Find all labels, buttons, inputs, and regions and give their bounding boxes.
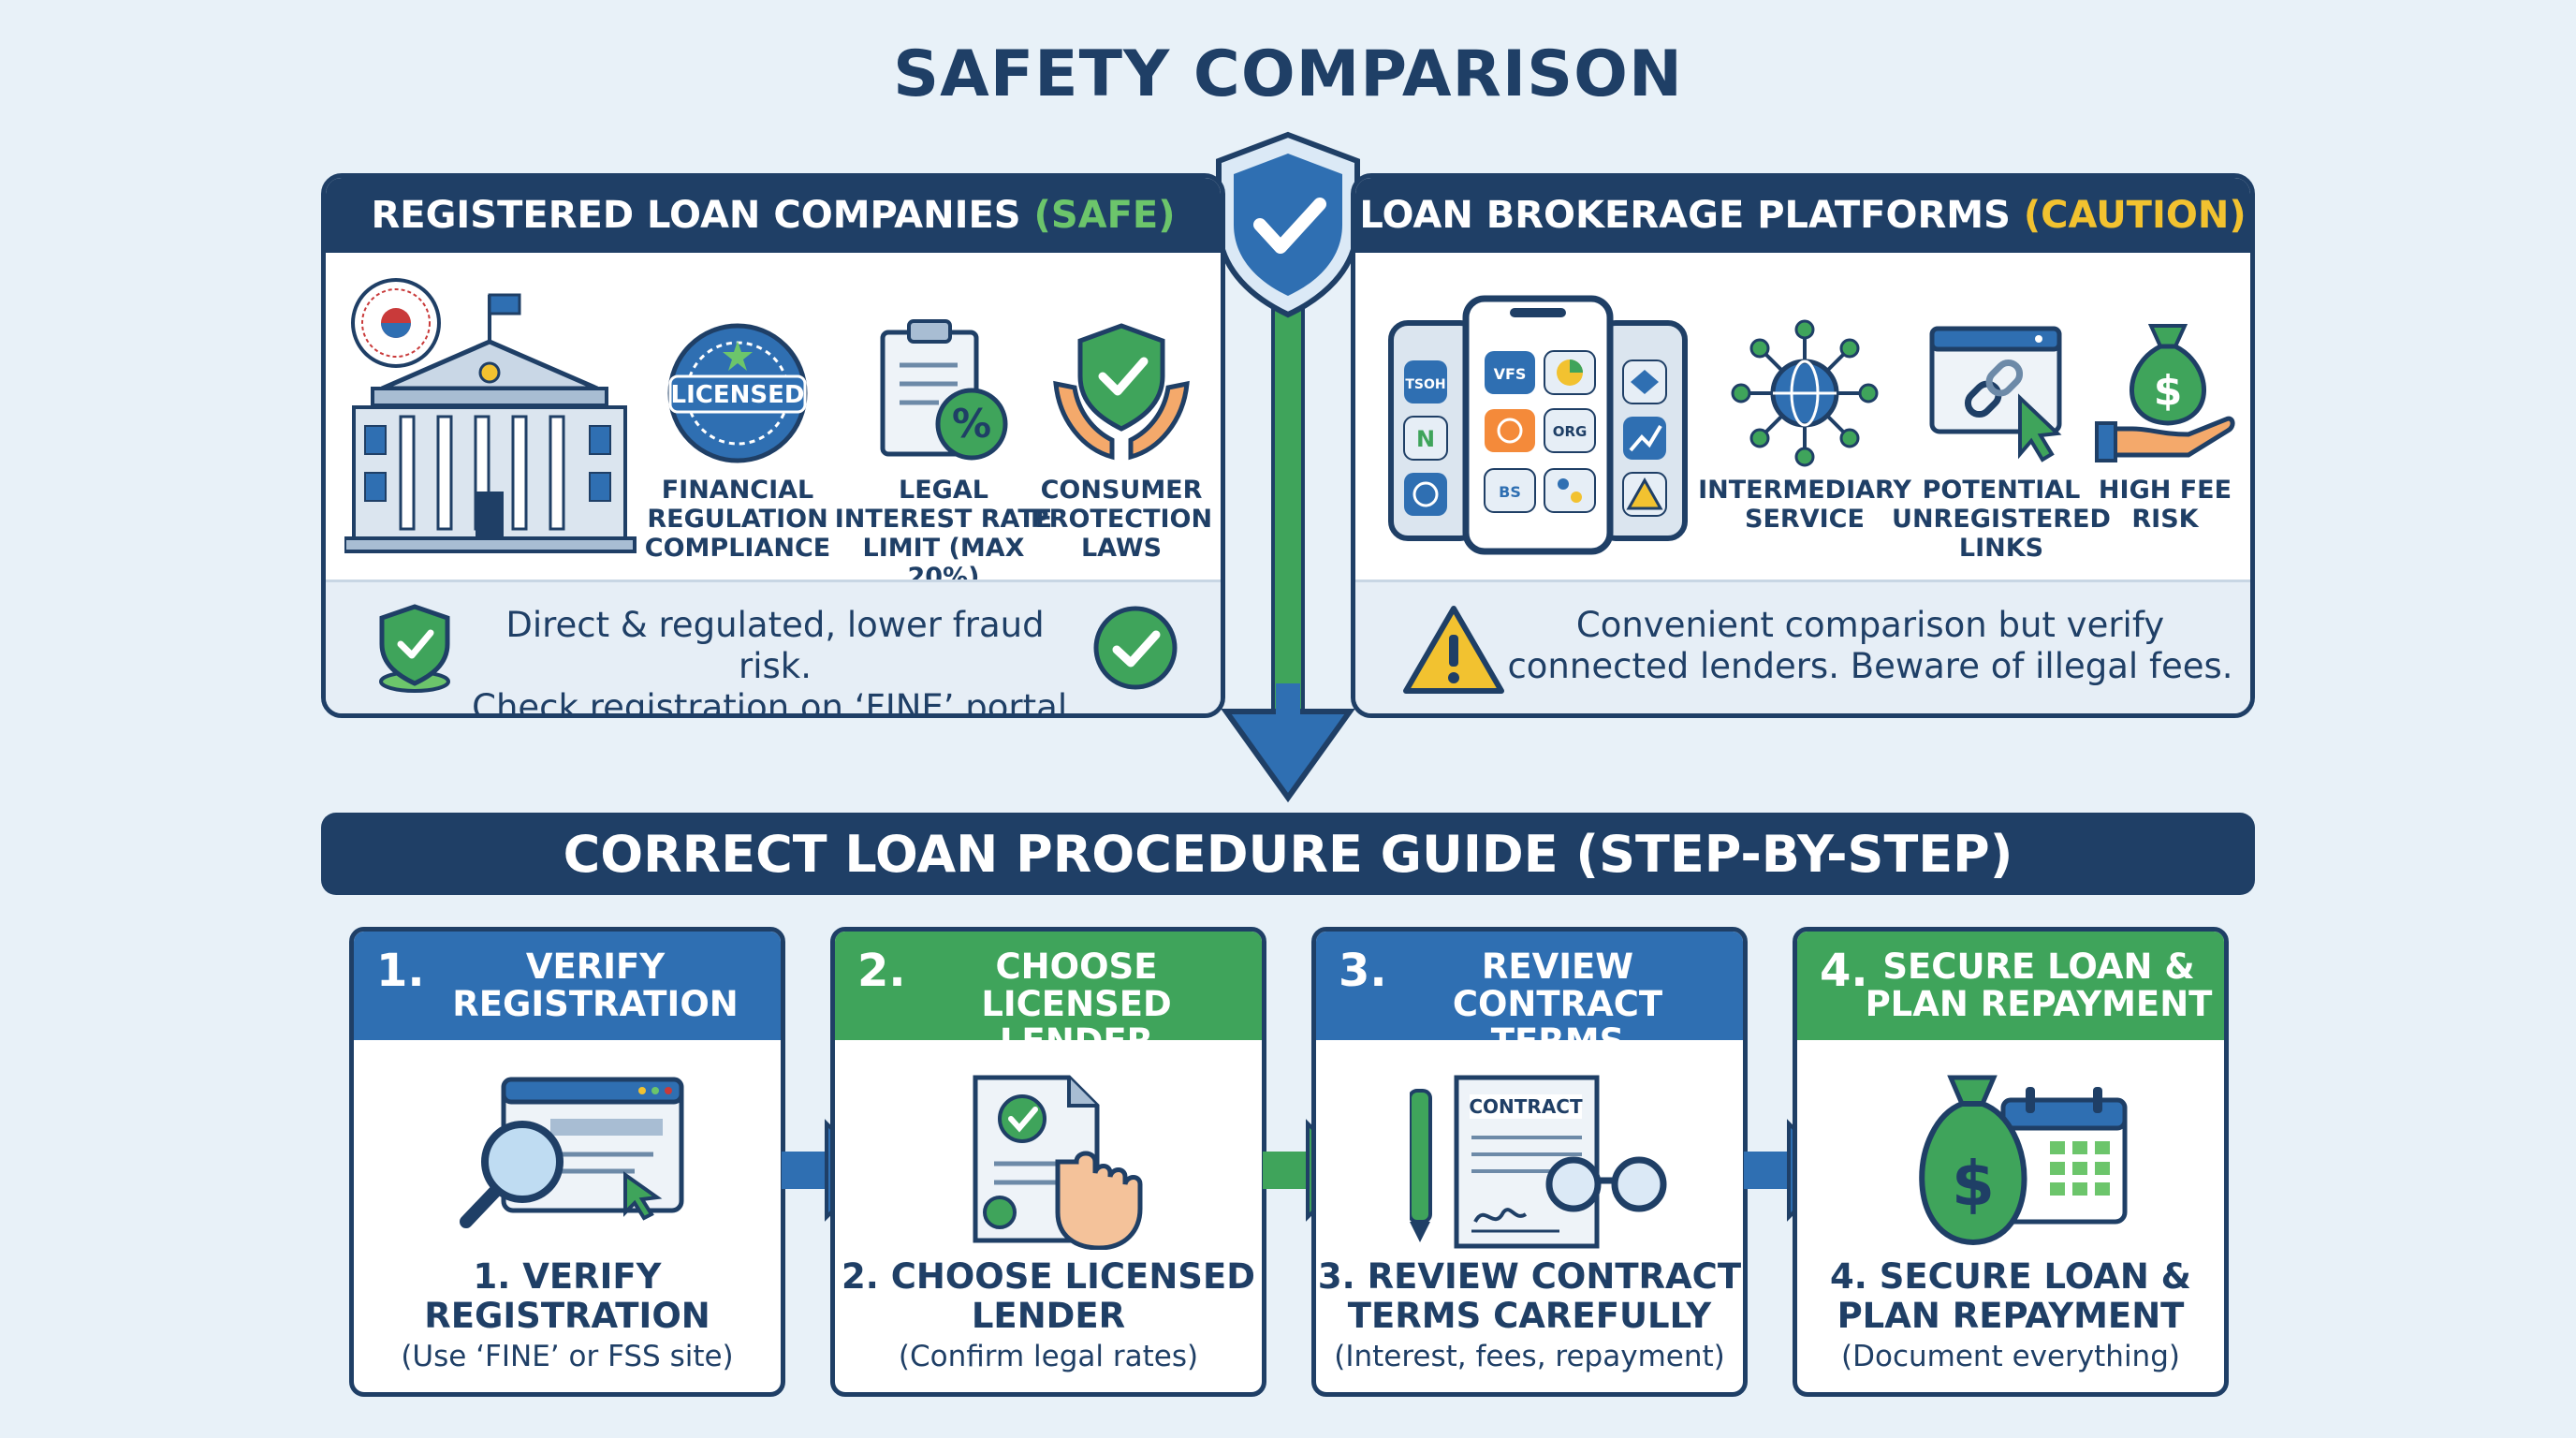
step-subcaption: (Use ‘FINE’ or FSS site) — [401, 1340, 734, 1373]
step-card-verify: 1. VERIFY REGISTRATION 1. VERIFY REGISTR… — [349, 927, 785, 1397]
feature-label-consumer-protection: CONSUMER PROTECTION LAWS — [1030, 476, 1213, 563]
svg-text:$: $ — [2154, 367, 2183, 415]
registered-panel-header: REGISTERED LOAN COMPANIES (SAFE) — [326, 178, 1221, 253]
step-header: 1. VERIFY REGISTRATION — [354, 932, 781, 1040]
step-number: 3. — [1339, 945, 1387, 997]
contract-label: CONTRACT — [1469, 1095, 1583, 1118]
step-caption: 3. REVIEW CONTRACT TERMS CAREFULLY — [1317, 1256, 1742, 1336]
step-card-choose: 2. CHOOSE LICENSED LENDER 2. CHOOSE LICE… — [830, 927, 1266, 1397]
money-calendar-icon: $ — [1919, 1075, 2128, 1246]
step-subcaption: (Document everything) — [1841, 1340, 2180, 1373]
step-title: CHOOSE LICENSED LENDER — [981, 946, 1172, 1062]
document-percent-icon: % — [880, 319, 1008, 461]
step-title: SECURE LOAN & PLAN REPAYMENT — [1865, 946, 2213, 1024]
government-building-icon — [344, 278, 637, 553]
shield-arrow-connector — [1216, 131, 1360, 803]
app-label-vfs: VFS — [1494, 365, 1527, 383]
step-header: 3. REVIEW CONTRACT TERMS CAREFULLY — [1316, 932, 1743, 1098]
step-number: 4. — [1820, 945, 1868, 997]
brokerage-panel: LOAN BROKERAGE PLATFORMS (CAUTION) TSOH … — [1351, 173, 2255, 718]
warning-icon — [1403, 606, 1504, 694]
app-label-bs: BS — [1499, 483, 1521, 501]
check-circle-icon — [1093, 606, 1178, 690]
money-bag-hand-icon: $ — [2095, 324, 2235, 462]
browser-link-icon — [1929, 326, 2062, 462]
registered-note-line1: Direct & regulated, lower fraud risk. — [505, 605, 1045, 686]
brokerage-note-line1: Convenient comparison but verify — [1575, 605, 2165, 645]
registered-heading: REGISTERED LOAN COMPANIES — [371, 194, 1021, 237]
brokerage-note: Convenient comparison but verify connect… — [1505, 605, 2235, 687]
registered-note-line2: Check registration on ‘FINE’ portal. — [472, 687, 1078, 718]
registered-note: Direct & regulated, lower fraud risk. Ch… — [466, 605, 1084, 718]
step-caption: 2. CHOOSE LICENSED LENDER — [842, 1256, 1255, 1336]
registered-panel: REGISTERED LOAN COMPANIES (SAFE) LICENSE… — [321, 173, 1225, 718]
svg-text:$: $ — [1952, 1148, 1995, 1220]
step-card-review: 3. REVIEW CONTRACT TERMS CAREFULLY CONTR… — [1311, 927, 1748, 1397]
caution-tag: (CAUTION) — [2023, 194, 2247, 237]
page-title: SAFETY COMPARISON — [893, 37, 1683, 111]
app-label-org: ORG — [1553, 423, 1588, 440]
network-globe-icon — [1731, 319, 1879, 467]
phones-apps-icon: TSOH N VFS ORG BS — [1388, 295, 1688, 555]
step-title: VERIFY REGISTRATION — [452, 946, 739, 1024]
brokerage-footer: Convenient comparison but verify connect… — [1355, 580, 2250, 713]
step-subcaption: (Confirm legal rates) — [898, 1340, 1199, 1373]
feature-label-high-fee: HIGH FEE RISK — [2098, 476, 2232, 534]
magnifier-browser-icon — [460, 1077, 684, 1228]
svg-text:%: % — [952, 401, 991, 447]
brokerage-panel-header: LOAN BROKERAGE PLATFORMS (CAUTION) — [1355, 178, 2250, 253]
step-header: 4. SECURE LOAN & PLAN REPAYMENT — [1797, 932, 2224, 1040]
step-caption: 1. VERIFY REGISTRATION — [424, 1256, 710, 1336]
contract-glasses-icon: CONTRACT — [1410, 1075, 1667, 1249]
feature-label-intermediary: INTERMEDIARY SERVICE — [1698, 476, 1911, 534]
step-card-secure: 4. SECURE LOAN & PLAN REPAYMENT $ 4. SEC… — [1793, 927, 2229, 1397]
hands-shield-icon — [1053, 323, 1190, 461]
brokerage-heading: LOAN BROKERAGE PLATFORMS — [1359, 194, 2011, 237]
svg-text:N: N — [1416, 426, 1435, 452]
feature-label-unregistered-links: POTENTIAL UNREGISTERED LINKS — [1892, 476, 2111, 563]
feature-label-regulation: FINANCIAL REGULATION COMPLIANCE — [644, 476, 831, 563]
brokerage-note-line2: connected lenders. Beware of illegal fee… — [1507, 646, 2233, 686]
document-hand-icon — [973, 1075, 1143, 1250]
step-number: 2. — [857, 945, 906, 997]
step-number: 1. — [376, 945, 425, 997]
step-caption: 4. SECURE LOAN & PLAN REPAYMENT — [1830, 1256, 2191, 1336]
safe-tag: (SAFE) — [1033, 194, 1176, 237]
step-subcaption: (Interest, fees, repayment) — [1334, 1340, 1725, 1373]
step-header: 2. CHOOSE LICENSED LENDER — [835, 932, 1262, 1061]
licensed-badge-text: LICENSED — [671, 381, 805, 409]
app-label-tsoh: TSOH — [1405, 377, 1445, 392]
licensed-badge-icon: LICENSED — [667, 323, 808, 463]
shield-pin-icon — [379, 604, 450, 693]
guide-heading: CORRECT LOAN PROCEDURE GUIDE (STEP-BY-ST… — [321, 813, 2255, 895]
registered-footer: Direct & regulated, lower fraud risk. Ch… — [326, 580, 1221, 713]
